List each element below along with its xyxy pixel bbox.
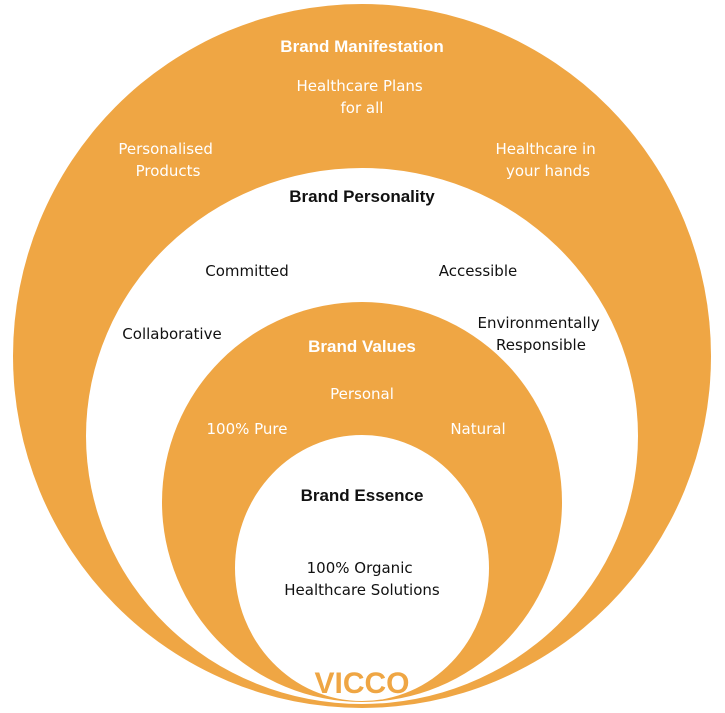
manifestation-item-hands: Healthcare in your hands [496,140,601,180]
personality-title: Brand Personality [289,187,435,206]
values-item-pure: 100% Pure [206,420,287,438]
values-item-personal: Personal [330,385,394,403]
manifestation-item-products: Personalised Products [118,140,217,180]
circle-essence [235,435,489,701]
essence-description: 100% Organic Healthcare Solutions [284,559,440,599]
values-item-natural: Natural [450,420,505,438]
personality-item-collaborative: Collaborative [122,325,221,343]
essence-title: Brand Essence [301,486,424,505]
manifestation-item-plans: Healthcare Plans for all [296,77,427,117]
personality-item-environmental: Environmentally Responsible [478,314,605,354]
personality-item-accessible: Accessible [439,262,517,280]
vicco-logo: VICCO [314,667,409,700]
personality-item-committed: Committed [205,262,289,280]
values-title: Brand Values [308,337,416,356]
manifestation-title: Brand Manifestation [280,37,443,56]
